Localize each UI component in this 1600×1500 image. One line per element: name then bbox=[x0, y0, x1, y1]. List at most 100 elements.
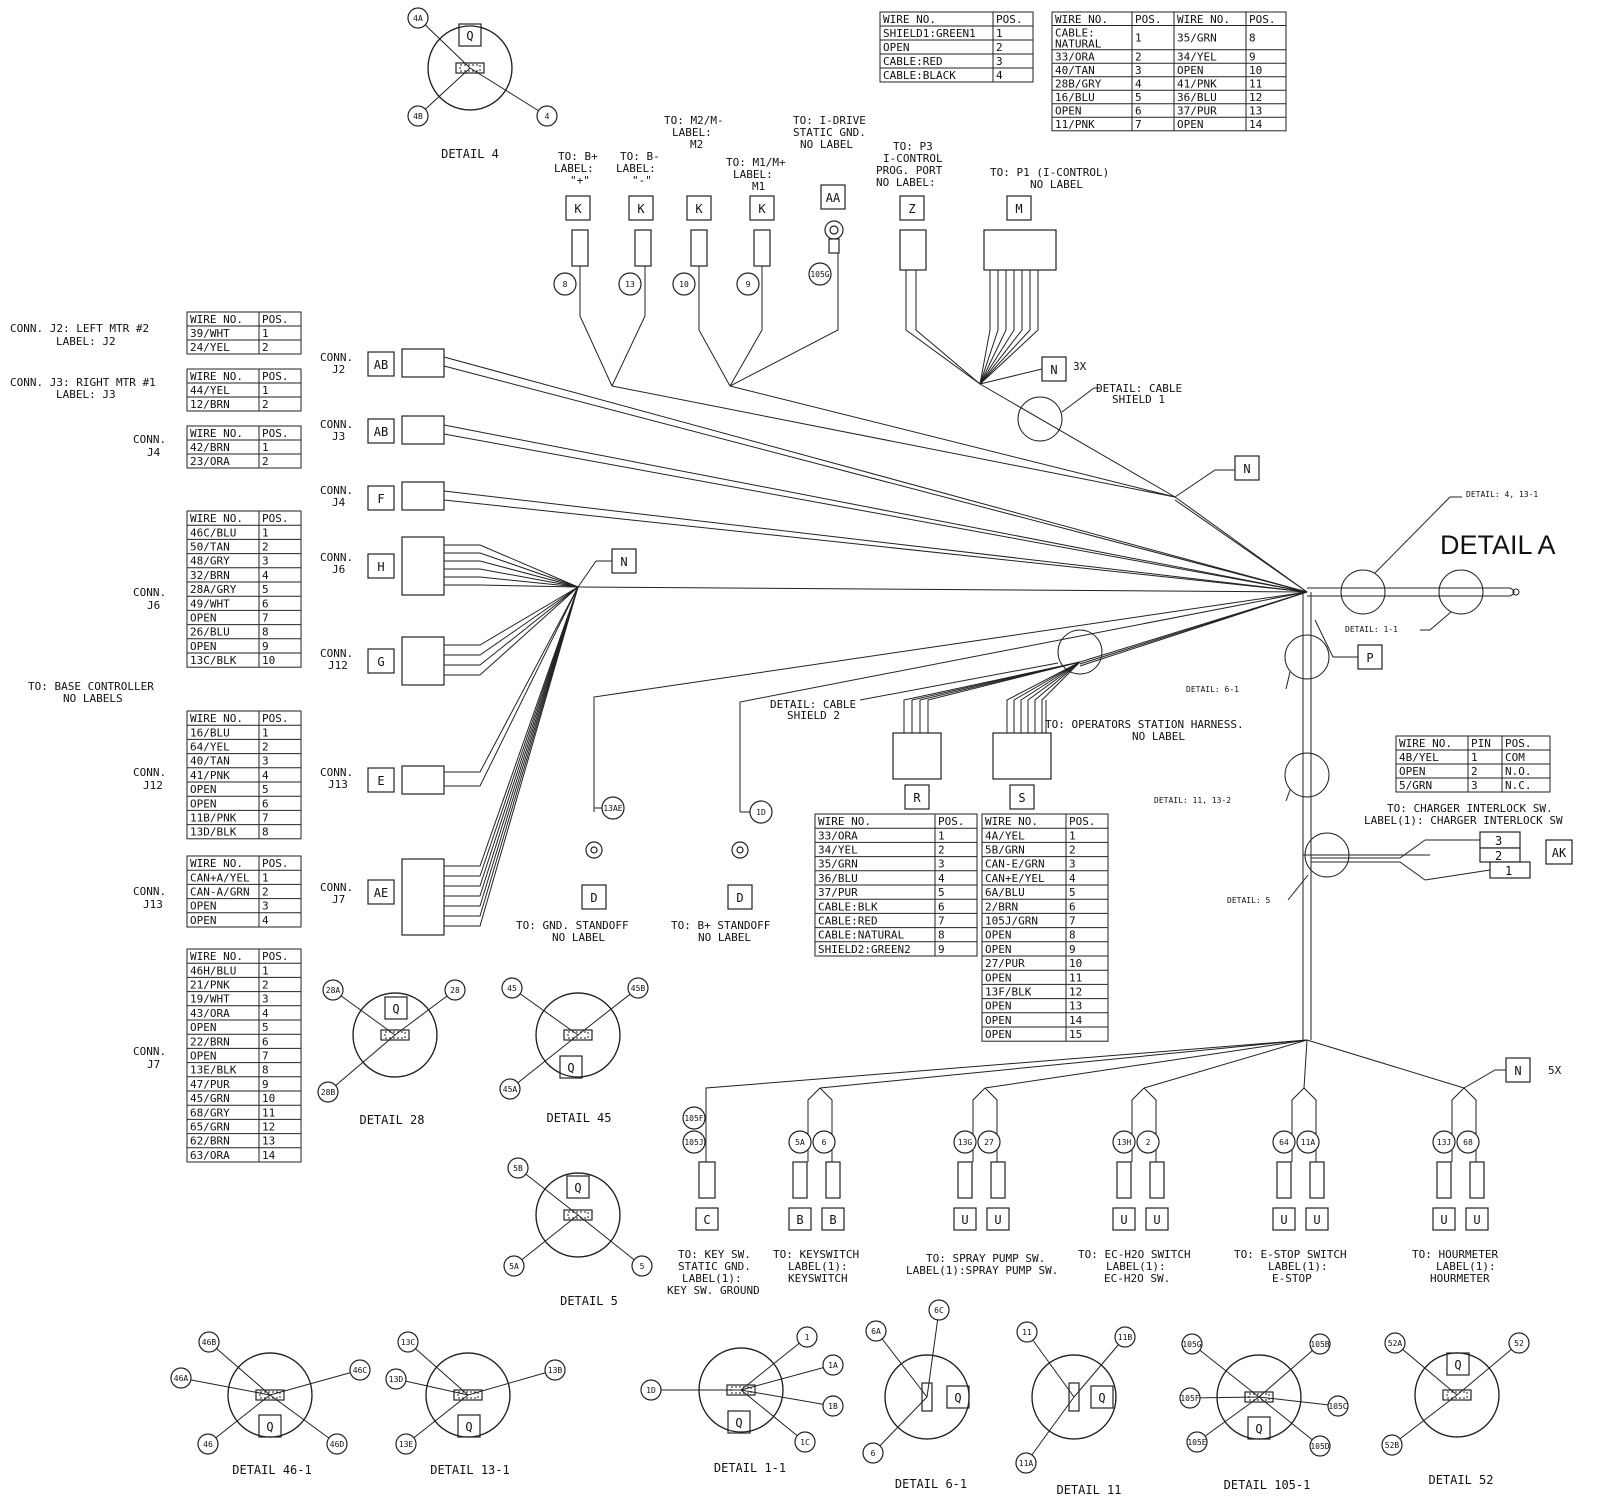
detail-4-13-text: DETAIL: 4, 13-1 bbox=[1466, 490, 1538, 499]
detail-wire-label: 45B bbox=[631, 984, 646, 993]
conn-j4-text: CONN. bbox=[133, 433, 166, 446]
connector-c-label: C bbox=[703, 1213, 710, 1227]
m1-text-1: TO: M1/M+ bbox=[726, 156, 786, 169]
table-cell: 34/YEL bbox=[818, 844, 858, 857]
table-cell: 36/BLU bbox=[1177, 91, 1217, 104]
table-cell: 2 bbox=[262, 741, 269, 754]
p-leader bbox=[1314, 619, 1358, 658]
detail-wire-circle bbox=[1309, 1333, 1331, 1355]
table-cell: 1 bbox=[262, 871, 269, 884]
wire-label-13ae-label: 13AE bbox=[603, 804, 622, 813]
detail-leader bbox=[467, 1369, 556, 1396]
detail-wire-label: 52 bbox=[1514, 1339, 1524, 1348]
table-cell: 22/BRN bbox=[190, 1035, 230, 1048]
detail-wire-label: 5A bbox=[509, 1262, 519, 1271]
detail-leader bbox=[407, 1341, 469, 1396]
bminus-text-3: "-" bbox=[632, 174, 652, 187]
wire-label-27-label: 27 bbox=[984, 1138, 994, 1147]
table-cell: 3 bbox=[938, 858, 945, 871]
detail-d13-splice-inner bbox=[457, 1391, 479, 1399]
wire-m bbox=[979, 268, 991, 385]
table-cell: 8 bbox=[938, 929, 945, 942]
conn-j7-text: CONN. bbox=[133, 1045, 166, 1058]
table-cell: 6 bbox=[262, 797, 269, 810]
wire-j6 bbox=[444, 576, 579, 588]
table-cell: 11 bbox=[1069, 971, 1082, 984]
table-cell: 4 bbox=[262, 1007, 269, 1020]
wire-s bbox=[1020, 661, 1081, 733]
connector-z bbox=[899, 195, 925, 221]
bplus-text-3: "+" bbox=[570, 174, 590, 187]
table-cell: OPEN bbox=[1055, 105, 1082, 118]
detail-d11-outline bbox=[1031, 1354, 1117, 1440]
terminal-left bbox=[792, 1161, 808, 1199]
conn-j3-text: CONN. J3: RIGHT MTR #1 bbox=[10, 376, 156, 389]
table-header: POS. bbox=[262, 427, 289, 440]
table-cell: 13C/BLK bbox=[190, 654, 237, 667]
conn-j6-id: J6 bbox=[147, 599, 160, 612]
harness-j6-id: J6 bbox=[332, 563, 345, 576]
connector-aa-label: AA bbox=[826, 191, 841, 205]
detail-leader bbox=[208, 1341, 271, 1396]
table-cell: OPEN bbox=[1399, 765, 1426, 778]
table-cell: OPEN bbox=[190, 797, 217, 810]
detail-leader bbox=[269, 1369, 361, 1396]
table-cell: 10 bbox=[1249, 64, 1262, 77]
detail-d46-splice-inner bbox=[259, 1391, 281, 1399]
trunk-end bbox=[1509, 587, 1515, 597]
wire-s bbox=[1013, 661, 1081, 733]
connector-d-gnd bbox=[581, 884, 607, 910]
table-cell: 12/BRN bbox=[190, 398, 230, 411]
table-cell: N.O. bbox=[1505, 765, 1532, 778]
detail-5-circle bbox=[1304, 832, 1350, 878]
table-cell: 8 bbox=[262, 826, 269, 839]
table-header: WIRE NO. bbox=[1399, 737, 1452, 750]
bplus-standoff-text-2: NO LABEL bbox=[698, 931, 751, 944]
table-cell: 42/BRN bbox=[190, 441, 230, 454]
detail-wire-label: 105B bbox=[1310, 1340, 1329, 1349]
housing-p3 bbox=[899, 229, 927, 271]
table-header: WIRE NO. bbox=[818, 815, 871, 828]
connector-bottom-left bbox=[953, 1207, 977, 1231]
table-cell: 6 bbox=[262, 1035, 269, 1048]
ec-h2o-text-3: EC-H2O SW. bbox=[1104, 1272, 1170, 1285]
table-cell: 1 bbox=[1135, 32, 1142, 45]
table-cell: 9 bbox=[262, 640, 269, 653]
terminal-right bbox=[990, 1161, 1006, 1199]
detail-leader bbox=[417, 67, 471, 117]
wire-label-105f-label: 105F bbox=[684, 1114, 703, 1123]
detail-d45-q-label: Q bbox=[567, 1061, 574, 1075]
detail-d11-q-label: Q bbox=[1098, 1391, 1105, 1405]
table-header: WIRE NO. bbox=[190, 427, 243, 440]
detail-d105-outline bbox=[1216, 1354, 1302, 1440]
table-cell: 10 bbox=[262, 1092, 275, 1105]
m2-text-1: TO: M2/M- bbox=[664, 114, 724, 127]
wire-j3-a bbox=[443, 424, 1308, 593]
detail-wire-label: 46 bbox=[203, 1440, 213, 1449]
estop-text-2: LABEL(1): bbox=[1268, 1260, 1328, 1273]
detail-d5-title: DETAIL 5 bbox=[560, 1294, 618, 1308]
table-cell: 6 bbox=[1135, 105, 1142, 118]
detail-d13-outline bbox=[425, 1352, 511, 1438]
table-cell: 49/WHT bbox=[190, 597, 230, 610]
detail-wire-circle bbox=[317, 1081, 339, 1103]
connector-k-m1 bbox=[749, 195, 775, 221]
detail-wire-label: 28A bbox=[326, 986, 341, 995]
wire-label-13j-label: 13J bbox=[1437, 1138, 1451, 1147]
ak-pin-1-label: 1 bbox=[1505, 864, 1512, 878]
table-cell: 2/BRN bbox=[985, 900, 1018, 913]
detail-wire-label: 105C bbox=[1328, 1402, 1347, 1411]
table-cell: 4 bbox=[262, 769, 269, 782]
connector-k-bminus bbox=[628, 195, 654, 221]
connector-e-label: E bbox=[377, 774, 384, 788]
table-cell: 8 bbox=[262, 1064, 269, 1077]
keysw-gnd-text-2: STATIC GND. bbox=[678, 1260, 751, 1273]
table-cell: 5 bbox=[262, 783, 269, 796]
detail-wire-circle bbox=[407, 105, 429, 127]
